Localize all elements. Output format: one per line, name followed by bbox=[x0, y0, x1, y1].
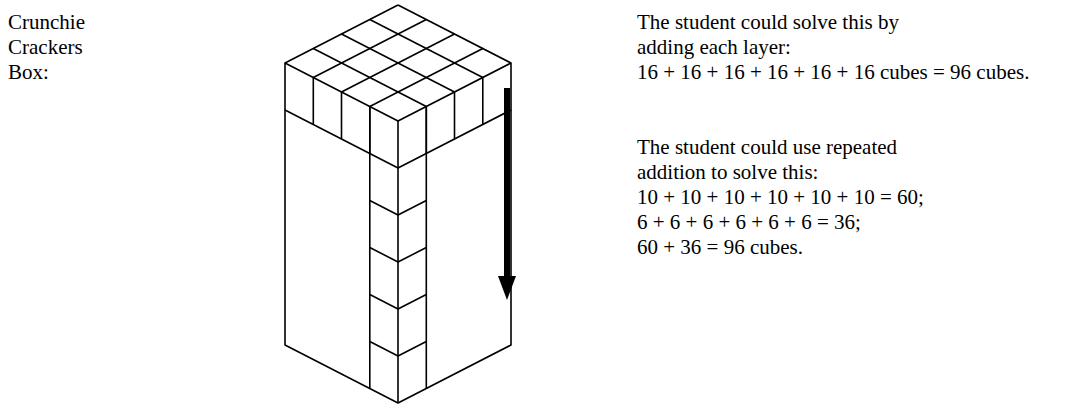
explanation-text: The student could use repeated addition … bbox=[637, 135, 937, 185]
equation: 6 + 6 + 6 + 6 + 6 + 6 = 36; bbox=[637, 210, 861, 235]
box-edge bbox=[482, 78, 484, 125]
equation: 10 + 10 + 10 + 10 + 10 + 10 = 60; bbox=[637, 185, 924, 210]
box-edge bbox=[370, 49, 483, 107]
box-edge bbox=[370, 295, 427, 310]
box-edge bbox=[454, 92, 456, 139]
explanation-text: The student could solve this by adding e… bbox=[637, 10, 909, 60]
box-edge bbox=[370, 248, 427, 263]
equation: 60 + 36 = 96 cubes. bbox=[637, 235, 803, 260]
down-arrow bbox=[498, 88, 516, 300]
box-edge bbox=[285, 5, 511, 403]
box-name: Crunchie Crackers Box: bbox=[8, 10, 103, 85]
box-edge bbox=[313, 49, 426, 107]
box-edge bbox=[342, 34, 455, 92]
equation: 16 + 16 + 16 + 16 + 16 + 16 cubes = 96 c… bbox=[637, 60, 1029, 85]
box-edge bbox=[312, 78, 314, 125]
box-edge bbox=[370, 342, 427, 357]
isometric-box bbox=[285, 5, 511, 403]
box-edge bbox=[342, 34, 455, 92]
box-edge bbox=[341, 92, 343, 139]
box-edge bbox=[370, 201, 427, 216]
